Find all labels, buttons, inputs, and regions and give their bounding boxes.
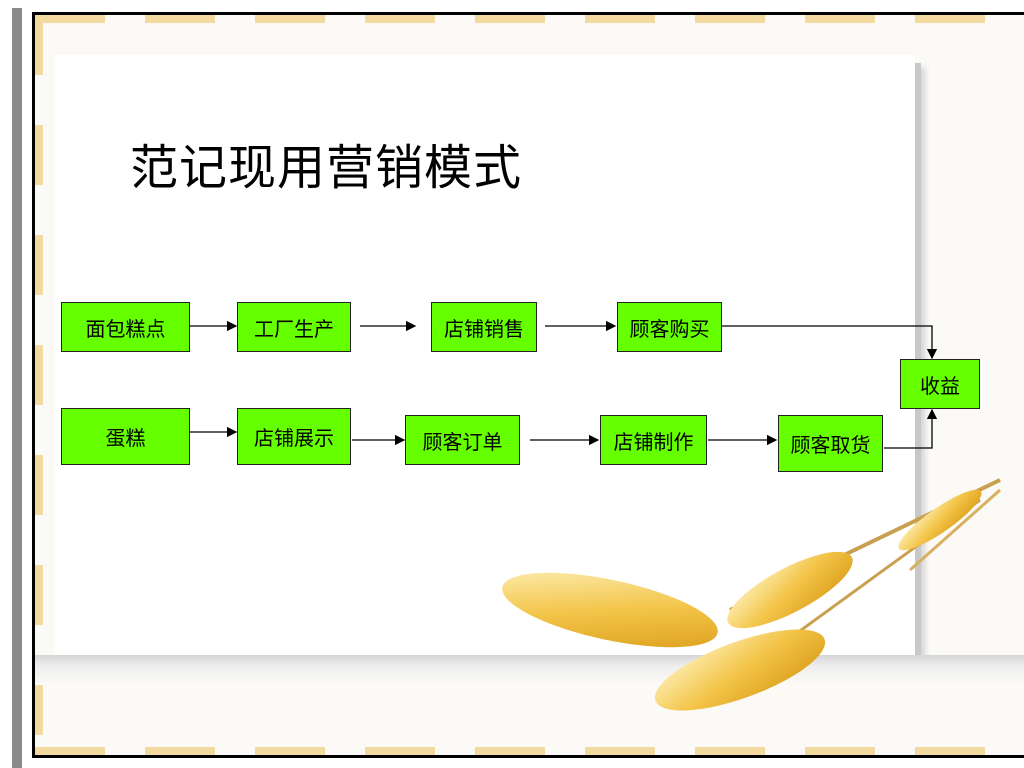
left-dash-strip [35,15,43,755]
node-store-make: 店铺制作 [600,415,707,465]
page-title: 范记现用营销模式 [130,140,523,196]
node-customer-order: 顾客订单 [405,415,520,465]
node-cake: 蛋糕 [61,408,190,465]
top-dash-strip [35,15,1024,23]
node-store-sales: 店铺销售 [431,302,537,352]
node-customer-buy: 顾客购买 [617,302,722,352]
slide-frame [32,12,1024,758]
node-revenue: 收益 [900,359,980,409]
node-customer-pickup: 顾客取货 [778,415,883,472]
wheat-decoration [502,478,1001,711]
paper-bottom-edge [35,655,1024,685]
left-border-bar [12,8,22,768]
node-store-display: 店铺展示 [237,408,351,465]
node-factory: 工厂生产 [237,302,351,352]
node-bread: 面包糕点 [61,302,190,352]
bottom-dash-strip [35,747,1024,755]
